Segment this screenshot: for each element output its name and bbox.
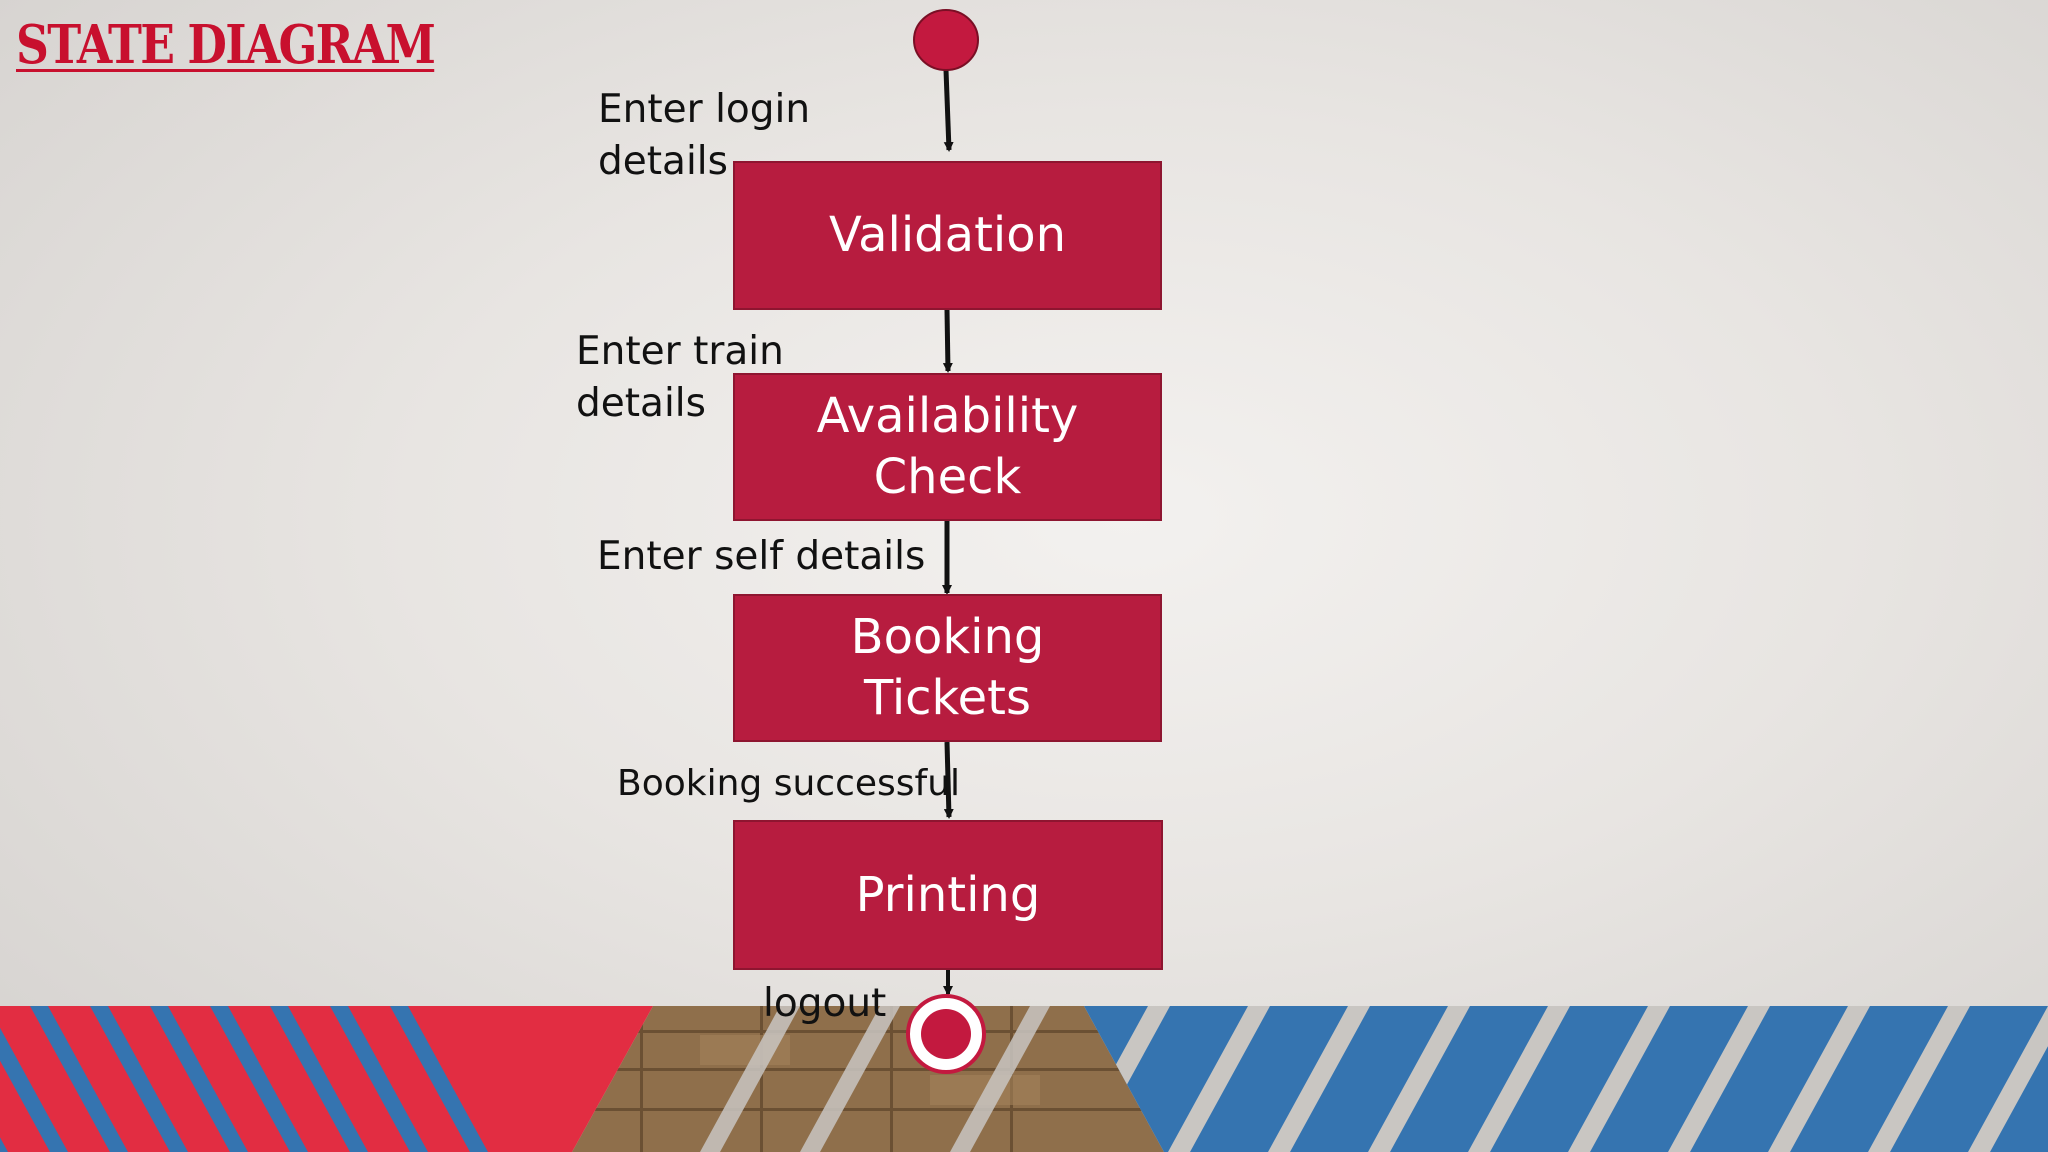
state-label-line: Check: [873, 449, 1022, 505]
initial-state-node: [913, 9, 979, 71]
state-label: Printing: [855, 866, 1041, 923]
transition-label-self: Enter self details: [597, 534, 926, 579]
state-label-line: Booking: [850, 609, 1045, 665]
state-availability-check: Availability Check: [733, 373, 1162, 521]
state-printing: Printing: [733, 820, 1163, 970]
state-validation: Validation: [733, 161, 1162, 310]
transition-label-logout: logout: [763, 981, 887, 1026]
transition-arrow-train: [942, 309, 953, 373]
state-label: Validation: [828, 207, 1067, 263]
state-label-line: Tickets: [863, 670, 1031, 726]
transition-label-booking: Booking successful: [617, 763, 961, 804]
transition-label-train: Enter train details: [576, 329, 784, 426]
transition-arrow-login: [943, 69, 954, 152]
state-booking-tickets: Booking Tickets: [733, 594, 1162, 742]
transition-arrow-booking: [943, 741, 954, 819]
transition-label-login: Enter login details: [598, 87, 811, 184]
slide-title: STATE DIAGRAM: [16, 14, 436, 76]
state-label-line: Availability: [816, 388, 1079, 444]
wood-floor: [572, 1006, 1164, 1152]
red-stripes: [0, 1006, 653, 1152]
